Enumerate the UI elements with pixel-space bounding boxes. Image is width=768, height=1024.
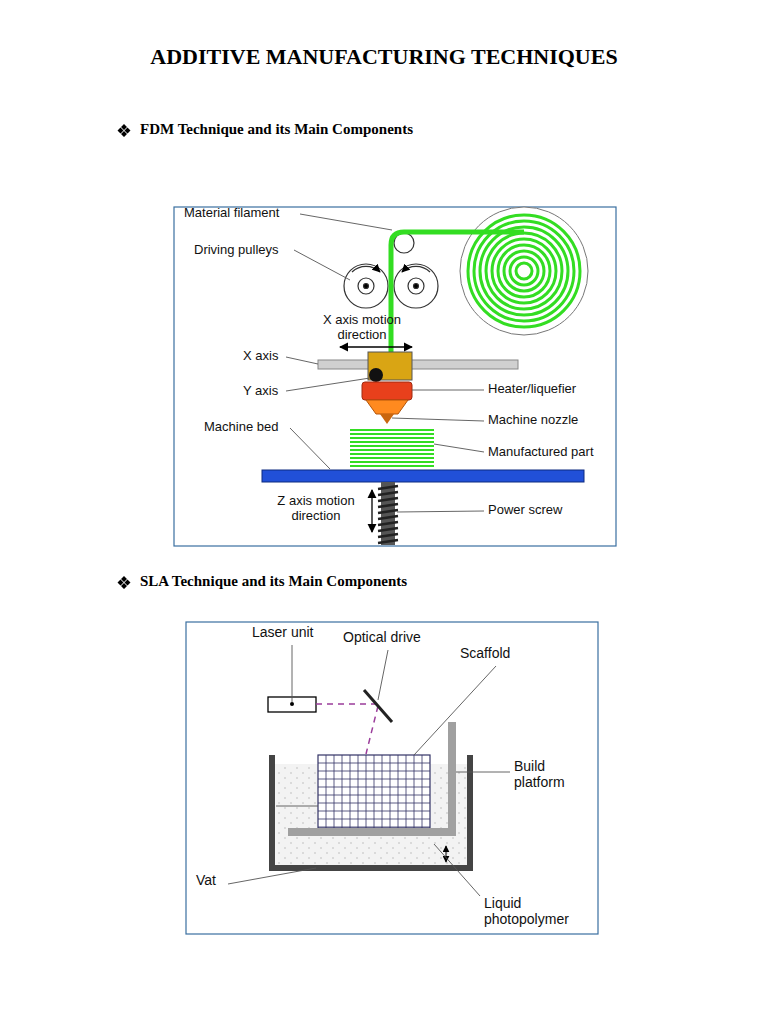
label-wrap: Machine bed — [204, 420, 278, 435]
figure-frame — [174, 207, 616, 546]
part-label: X axis — [243, 349, 278, 364]
part-label: Laser unit — [252, 624, 313, 640]
heater-liquefier — [362, 382, 412, 400]
label-wrap: Laser unit — [252, 624, 313, 640]
leader-lines — [286, 214, 484, 512]
label-wrap: SLA Technique and its Main Components — [140, 573, 407, 590]
section-heading: FDM Technique and its Main Components — [140, 121, 413, 138]
label-wrap: Power screw — [488, 503, 562, 518]
label-wrap: Vat — [196, 872, 216, 888]
title-wrap: ADDITIVE MANUFACTURING TECHNIQUES — [0, 44, 768, 69]
section-heading: SLA Technique and its Main Components — [140, 573, 407, 590]
figure-frame — [186, 622, 598, 934]
build-platform — [448, 722, 456, 836]
label-wrap: Manufactured part — [488, 445, 594, 460]
part-label: Material filament — [184, 206, 279, 221]
z-motion-arrow — [371, 490, 372, 532]
label-wrap: Liquid photopolymer — [484, 895, 590, 927]
part-label: Y axis — [243, 384, 278, 399]
part-label: Optical drive — [343, 629, 421, 645]
label-wrap: X axis motion direction — [306, 313, 418, 343]
leader-lines — [228, 645, 510, 896]
label-wrap: FDM Technique and its Main Components — [140, 121, 413, 138]
y-axis-rod — [369, 368, 383, 382]
machine-nozzle — [366, 400, 408, 414]
part-label: Heater/liquefier — [488, 382, 576, 397]
part-label: Machine nozzle — [488, 413, 578, 428]
label-wrap: Driving pulleys — [194, 243, 279, 258]
x-axis-rod — [318, 360, 518, 369]
part-label: Driving pulleys — [194, 243, 279, 258]
nozzle-tip — [380, 414, 394, 424]
manufactured-part — [350, 430, 434, 466]
label-wrap: Material filament — [184, 206, 279, 221]
machine-bed — [262, 470, 584, 482]
bullet-symbol — [118, 576, 131, 589]
laser-beam — [366, 706, 378, 754]
scaffold — [318, 755, 430, 828]
motion-label: X axis motion direction — [306, 313, 418, 343]
material-filament — [391, 232, 524, 356]
label-wrap: Build platform — [514, 758, 590, 790]
bullet-symbol — [118, 124, 131, 137]
part-label: Power screw — [488, 503, 562, 518]
page-title: ADDITIVE MANUFACTURING TECHNIQUES — [0, 44, 768, 69]
label-wrap: X axis — [243, 349, 278, 364]
label-wrap: Z axis motion direction — [266, 494, 366, 524]
part-label: Build platform — [514, 758, 590, 790]
x-motion-arrow — [340, 346, 412, 347]
part-label: Vat — [196, 872, 216, 888]
filament-spool — [460, 207, 588, 335]
part-label: Manufactured part — [488, 445, 594, 460]
label-wrap: Heater/liquefier — [488, 382, 576, 397]
label-wrap: Optical drive — [343, 629, 421, 645]
label-wrap: Y axis — [243, 384, 278, 399]
part-label: Machine bed — [204, 420, 278, 435]
power-screw — [378, 482, 398, 545]
build-platform — [288, 828, 456, 836]
label-wrap: Scaffold — [460, 645, 510, 661]
leader-dot — [290, 702, 294, 706]
part-label: Scaffold — [460, 645, 510, 661]
platform-motion-arrow — [446, 846, 447, 862]
optical-drive-mirror — [364, 690, 392, 722]
part-label: Liquid photopolymer — [484, 895, 590, 927]
motion-label: Z axis motion direction — [266, 494, 366, 524]
label-wrap: Machine nozzle — [488, 413, 578, 428]
laser-beam — [316, 703, 376, 705]
